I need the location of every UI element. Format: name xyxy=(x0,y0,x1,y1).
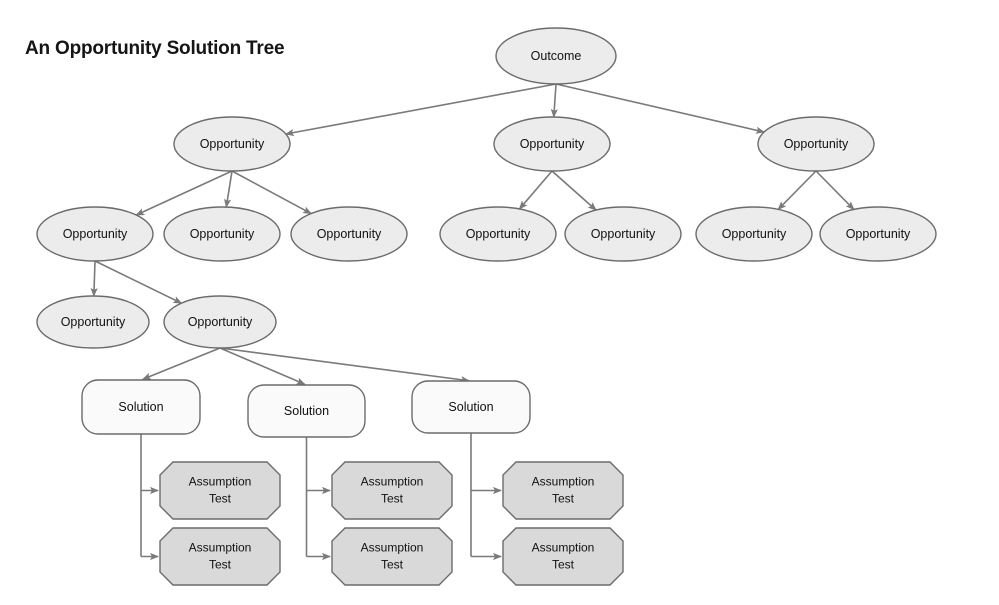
node-opportunity-l2-2-label: Opportunity xyxy=(190,227,255,241)
node-opportunity-l2-5-label: Opportunity xyxy=(591,227,656,241)
node-solution-2-label: Solution xyxy=(284,404,329,418)
node-solution-1-label: Solution xyxy=(118,400,163,414)
node-outcome-label: Outcome xyxy=(531,49,582,63)
edge-outcome-to-opp-l1-3 xyxy=(555,83,766,134)
node-opportunity-l3-2-label: Opportunity xyxy=(188,315,253,329)
edge-opp-l1-1-to-opp-l2-3 xyxy=(231,170,312,215)
node-opportunity-l3-2[interactable]: Opportunity xyxy=(163,295,277,349)
node-assumption-test-6-label-line2: Test xyxy=(552,558,575,572)
node-opportunity-l2-3-label: Opportunity xyxy=(317,227,382,241)
node-opportunity-l2-1-label: Opportunity xyxy=(63,227,128,241)
node-assumption-test-3-label-line2: Test xyxy=(381,492,404,506)
node-opportunity-l1-2[interactable]: Opportunity xyxy=(493,116,611,172)
edge-opp-l1-3-to-opp-l2-7 xyxy=(815,170,855,211)
node-opportunity-l1-2-label: Opportunity xyxy=(520,137,585,151)
node-opportunity-l2-4-label: Opportunity xyxy=(466,227,531,241)
node-opportunity-l2-6-label: Opportunity xyxy=(722,227,787,241)
node-solution-2[interactable]: Solution xyxy=(247,384,366,438)
node-solution-1[interactable]: Solution xyxy=(81,379,201,435)
node-outcome[interactable]: Outcome xyxy=(495,27,617,85)
edge-opp-l2-1-to-opp-l3-2 xyxy=(94,260,183,304)
edge-opp-l2-1-to-opp-l3-1 xyxy=(90,260,98,298)
node-opportunity-l2-7[interactable]: Opportunity xyxy=(819,206,937,262)
node-opportunity-l1-1[interactable]: Opportunity xyxy=(173,116,291,172)
node-solution-3[interactable]: Solution xyxy=(411,380,531,434)
edge-outcome-to-opp-l1-1 xyxy=(284,83,557,137)
node-opportunity-l2-4[interactable]: Opportunity xyxy=(439,206,557,262)
edge-opp-l1-2-to-opp-l2-5 xyxy=(551,170,597,211)
page-title: An Opportunity Solution Tree xyxy=(25,38,285,59)
node-opportunity-l1-3[interactable]: Opportunity xyxy=(757,116,875,172)
edge-opp-l1-1-to-opp-l2-1 xyxy=(135,170,233,216)
node-opportunity-l2-5[interactable]: Opportunity xyxy=(564,206,682,262)
node-assumption-test-3-label-line1: Assumption xyxy=(361,475,424,489)
node-assumption-test-5-label-line2: Test xyxy=(552,492,575,506)
node-opportunity-l3-1[interactable]: Opportunity xyxy=(36,295,150,349)
node-opportunity-l2-3[interactable]: Opportunity xyxy=(290,206,408,262)
node-opportunity-l2-2[interactable]: Opportunity xyxy=(163,206,281,262)
node-solution-3-label: Solution xyxy=(448,400,493,414)
node-opportunity-l2-7-label: Opportunity xyxy=(846,227,911,241)
node-opportunity-l3-1-label: Opportunity xyxy=(61,315,126,329)
node-opportunity-l2-6[interactable]: Opportunity xyxy=(695,206,813,262)
edge-outcome-to-opp-l1-2 xyxy=(550,83,558,119)
node-assumption-test-2-label-line2: Test xyxy=(209,558,232,572)
edge-opp-l1-2-to-opp-l2-4 xyxy=(518,170,553,210)
edge-opp-l1-1-to-opp-l2-2 xyxy=(223,170,233,209)
node-assumption-test-6-label-line1: Assumption xyxy=(532,541,595,555)
node-opportunity-l1-3-label: Opportunity xyxy=(784,137,849,151)
node-assumption-test-4-label-line2: Test xyxy=(381,558,404,572)
edge-layer xyxy=(90,83,855,561)
node-assumption-test-5-label-line1: Assumption xyxy=(532,475,595,489)
node-opportunity-l2-1[interactable]: Opportunity xyxy=(36,206,154,262)
edge-opp-l3-2-to-sol-2 xyxy=(219,347,306,385)
node-opportunity-l1-1-label: Opportunity xyxy=(200,137,265,151)
edge-opp-l3-2-to-sol-1 xyxy=(141,347,221,380)
node-assumption-test-4-label-line1: Assumption xyxy=(361,541,424,555)
node-assumption-test-1-label-line2: Test xyxy=(209,492,232,506)
edge-opp-l3-2-to-sol-3 xyxy=(219,347,471,384)
node-assumption-test-2-label-line1: Assumption xyxy=(189,541,252,555)
edge-opp-l1-3-to-opp-l2-6 xyxy=(777,170,817,211)
node-assumption-test-1-label-line1: Assumption xyxy=(189,475,252,489)
